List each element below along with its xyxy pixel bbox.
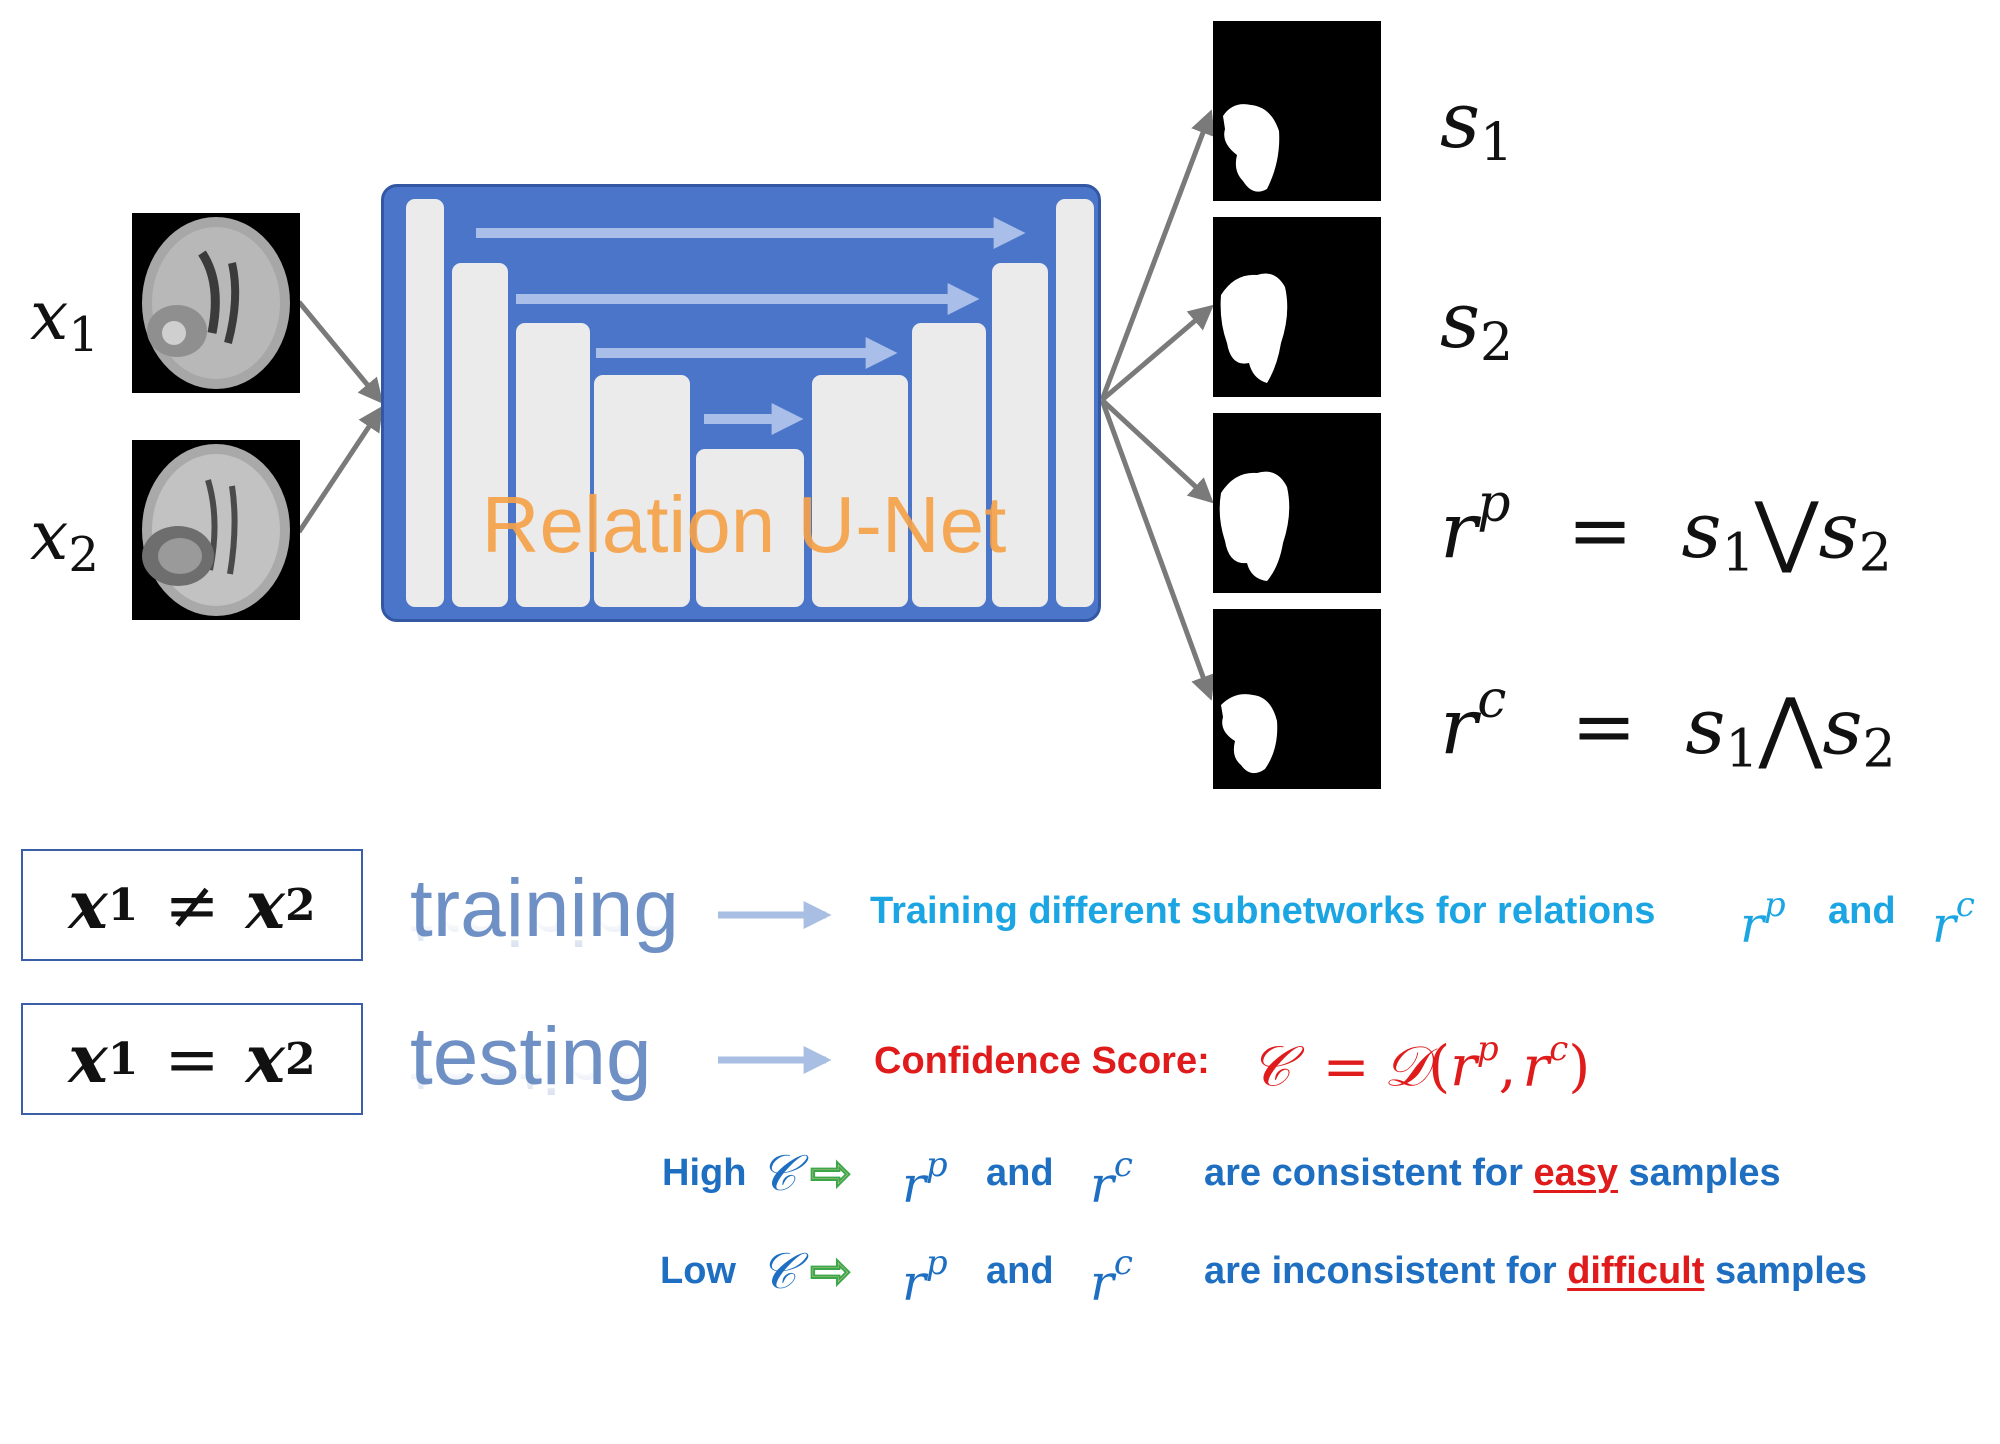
arrow-unet-to-s1 <box>1099 109 1215 401</box>
mask-rc <box>1213 609 1381 789</box>
unet-decoder-block-2 <box>992 263 1048 607</box>
arrow-x1-to-unet <box>297 300 384 404</box>
unet-decoder-block-4 <box>812 375 908 607</box>
confidence-score-label: Confidence Score: <box>874 1040 1210 1082</box>
mask-s1 <box>1213 21 1381 201</box>
high-c-symbol: 𝒞 <box>760 1144 797 1202</box>
unet-encoder-block-1 <box>406 199 444 607</box>
relation-unet-block: Relation U-Net <box>381 184 1101 622</box>
low-arrow-icon: ⇨ <box>809 1241 853 1301</box>
high-description: are consistent for easy samples <box>1204 1152 1781 1194</box>
training-phase-reflection: training <box>410 870 679 961</box>
low-label: Low <box>660 1250 736 1292</box>
training-symbol-rc: rc <box>1932 885 1975 954</box>
easy-keyword: easy <box>1533 1152 1618 1194</box>
high-confidence-line: High 𝒞 ⇨ rp and rc are consistent for ea… <box>0 1143 2000 1218</box>
low-rc-symbol: rc <box>1090 1243 1133 1312</box>
unet-decoder-block-3 <box>912 323 986 607</box>
output-label-s1: s1 <box>1440 76 1514 173</box>
arrow-unet-to-s2 <box>1100 304 1214 402</box>
confidence-score-formula: 𝒞 =𝒟(rp,rc) <box>1250 1029 1591 1100</box>
testing-phase-reflection: testing <box>410 1018 652 1109</box>
low-confidence-line: Low 𝒞 ⇨ rp and rc are inconsistent for d… <box>0 1241 2000 1316</box>
arrow-unet-to-rp <box>1100 398 1214 504</box>
low-and: and <box>986 1250 1054 1292</box>
unet-title: Relation U-Net <box>481 480 1007 569</box>
output-label-rp-union: rp = s1⋁s2 <box>1440 474 1892 584</box>
unet-encoder-block-4 <box>594 375 690 607</box>
input-label-x1: x1 <box>30 277 99 363</box>
unet-bottleneck-block <box>696 449 804 607</box>
high-label: High <box>662 1152 747 1194</box>
training-symbol-rp: rp <box>1740 885 1786 954</box>
skip-connections <box>476 216 1026 436</box>
input-label-x2: x2 <box>30 497 99 583</box>
mask-s2 <box>1213 217 1381 397</box>
low-rp-symbol: rp <box>902 1243 948 1312</box>
high-rc-symbol: rc <box>1090 1145 1133 1214</box>
arrow-unet-to-rc <box>1099 399 1215 701</box>
arrow-x2-to-unet <box>296 405 383 534</box>
high-arrow-icon: ⇨ <box>809 1143 853 1203</box>
difficult-keyword: difficult <box>1567 1250 1705 1292</box>
unet-decoder-block-1 <box>1056 199 1094 607</box>
high-and: and <box>986 1152 1054 1194</box>
mask-rp <box>1213 413 1381 593</box>
training-phase-label: training <box>410 863 679 954</box>
unet-encoder-block-3 <box>516 323 590 607</box>
output-label-rc-intersection: rc = s1⋀s2 <box>1440 670 1896 780</box>
training-and: and <box>1828 890 1896 932</box>
unet-encoder-block-2 <box>452 263 508 607</box>
output-label-s2: s2 <box>1440 276 1514 373</box>
testing-phase-label: testing <box>410 1011 652 1102</box>
training-description: Training different subnetworks for relat… <box>870 890 1656 932</box>
mri-image-x2 <box>132 440 300 620</box>
mri-image-x1 <box>132 213 300 393</box>
low-description: are inconsistent for difficult samples <box>1204 1250 1868 1292</box>
high-rp-symbol: rp <box>902 1145 948 1214</box>
low-c-symbol: 𝒞 <box>760 1242 797 1300</box>
